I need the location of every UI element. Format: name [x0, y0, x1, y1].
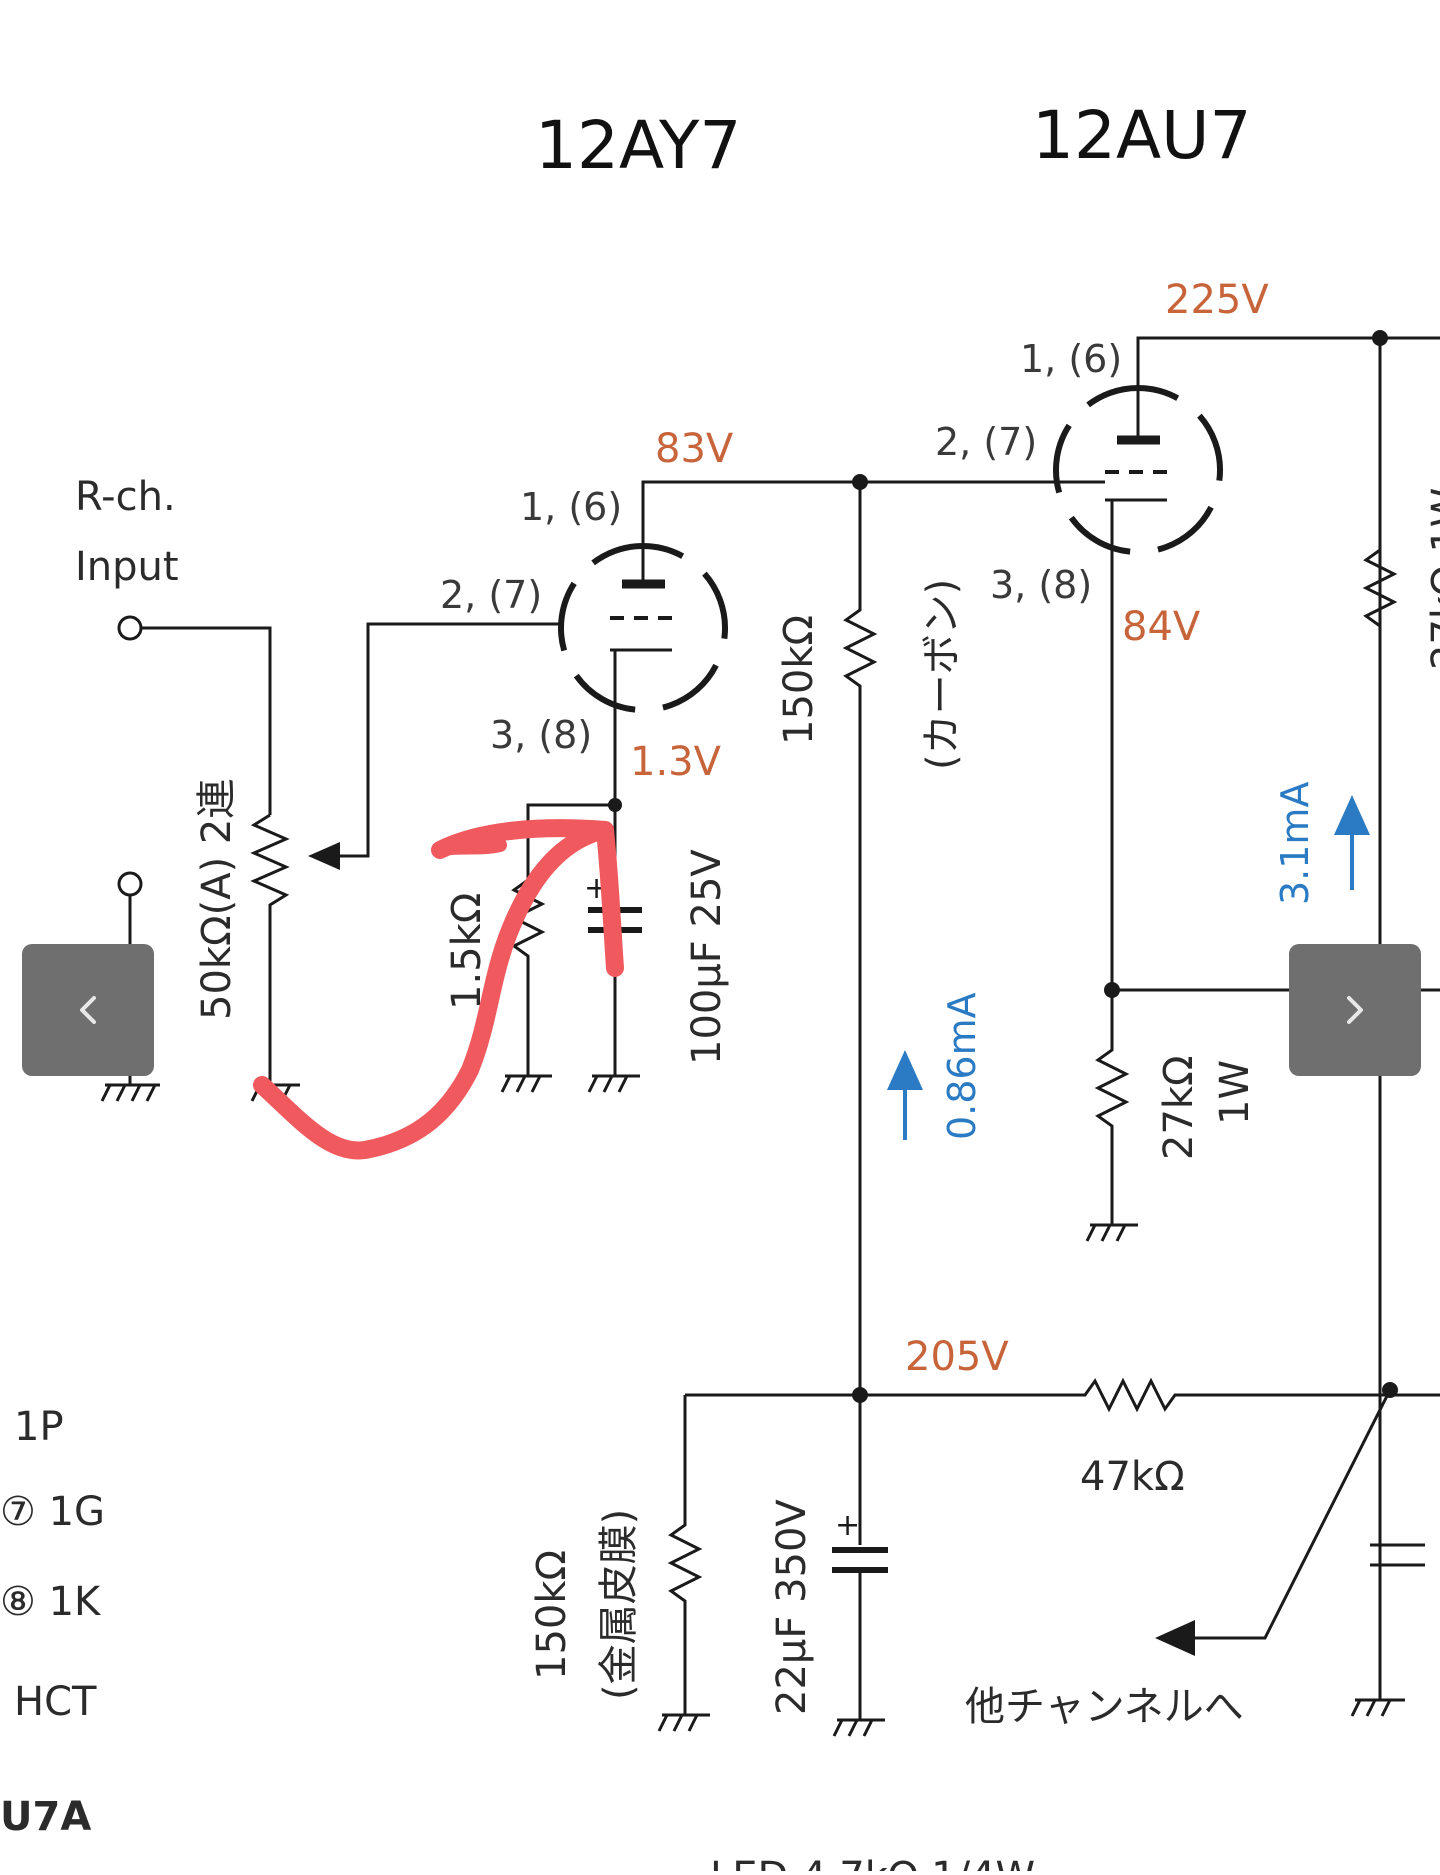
t2-plate-pin: 1, (6)	[1020, 337, 1122, 381]
plate-resistor-2	[1362, 548, 1398, 628]
voltage-84v: 84V	[1122, 604, 1201, 650]
plate-resistor-1-type: (カーボン)	[919, 579, 965, 770]
input-label-line1: R-ch.	[75, 474, 176, 520]
tube1-title: 12AY7	[535, 107, 741, 184]
cathode-resistor-2-watt: 1W	[1212, 1060, 1258, 1125]
plate-resistor-2-label: 27kΩ 1W	[1424, 488, 1440, 670]
t1-plate-pin: 1, (6)	[520, 485, 622, 529]
bleeder-resistor-type: (金属皮膜)	[596, 1509, 642, 1700]
pot-label: 50kΩ(A) 2連	[194, 779, 240, 1020]
legend-pin8: ⑧ 1K	[0, 1579, 102, 1625]
red-annotation-arrow	[253, 819, 624, 1160]
svg-text:+: +	[835, 1508, 860, 1543]
current-2: 3.1mA	[1273, 782, 1317, 905]
voltage-83v: 83V	[655, 426, 734, 472]
tube2-title: 12AU7	[1032, 97, 1251, 174]
t1-cathode-pin: 3, (8)	[490, 713, 592, 757]
voltage-205v: 205V	[905, 1334, 1009, 1380]
cathode-capacitor-1: 100μF 25V	[684, 849, 730, 1065]
legend-tube: U7A	[0, 1794, 91, 1840]
tube2-triode	[1053, 330, 1440, 992]
cathode-resistor-2-value: 27kΩ	[1156, 1055, 1202, 1160]
cathode-resistor-1: 1.5kΩ	[444, 893, 490, 1010]
ground-symbol	[100, 1083, 160, 1102]
t2-cathode-pin: 3, (8)	[990, 563, 1092, 607]
chevron-left-icon	[80, 996, 96, 1024]
chevron-right-icon	[1347, 996, 1363, 1024]
next-image-button[interactable]	[1289, 944, 1421, 1076]
legend-1p: 1P	[14, 1404, 64, 1450]
t1-grid-pin: 2, (7)	[440, 573, 542, 617]
voltage-1-3v: 1.3V	[630, 739, 722, 785]
prev-image-button[interactable]	[22, 944, 154, 1076]
voltage-225v: 225V	[1165, 277, 1269, 323]
filter-capacitor: 22μF 350V	[769, 1499, 815, 1715]
bleeder-resistor-value: 150kΩ	[529, 1550, 575, 1680]
supply-rail	[685, 990, 1440, 1717]
t2-grid-pin: 2, (7)	[935, 420, 1037, 464]
tube1-triode	[558, 480, 860, 713]
input-label-line2: Input	[75, 544, 179, 590]
plate-resistor-1-value: 150kΩ	[776, 615, 822, 745]
current-arrow-2	[1334, 795, 1370, 890]
legend-pin7: ⑦ 1G	[0, 1489, 105, 1535]
volume-potentiometer	[250, 622, 560, 1102]
legend-hct: HCT	[14, 1679, 97, 1725]
supply-resistor: 47kΩ	[1080, 1454, 1185, 1500]
input-jack	[117, 615, 272, 1085]
bleeder-and-filter: +	[657, 1395, 888, 1737]
plate-resistor-1	[842, 474, 1055, 1395]
current-arrow-1	[887, 1050, 923, 1140]
to-other-channel: 他チャンネルへ	[965, 1684, 1244, 1730]
cathode-network-2	[1085, 982, 1380, 1242]
bottom-partial-label: LED 4.7kΩ 1/4W	[710, 1854, 1035, 1871]
current-1: 0.86mA	[940, 992, 984, 1140]
